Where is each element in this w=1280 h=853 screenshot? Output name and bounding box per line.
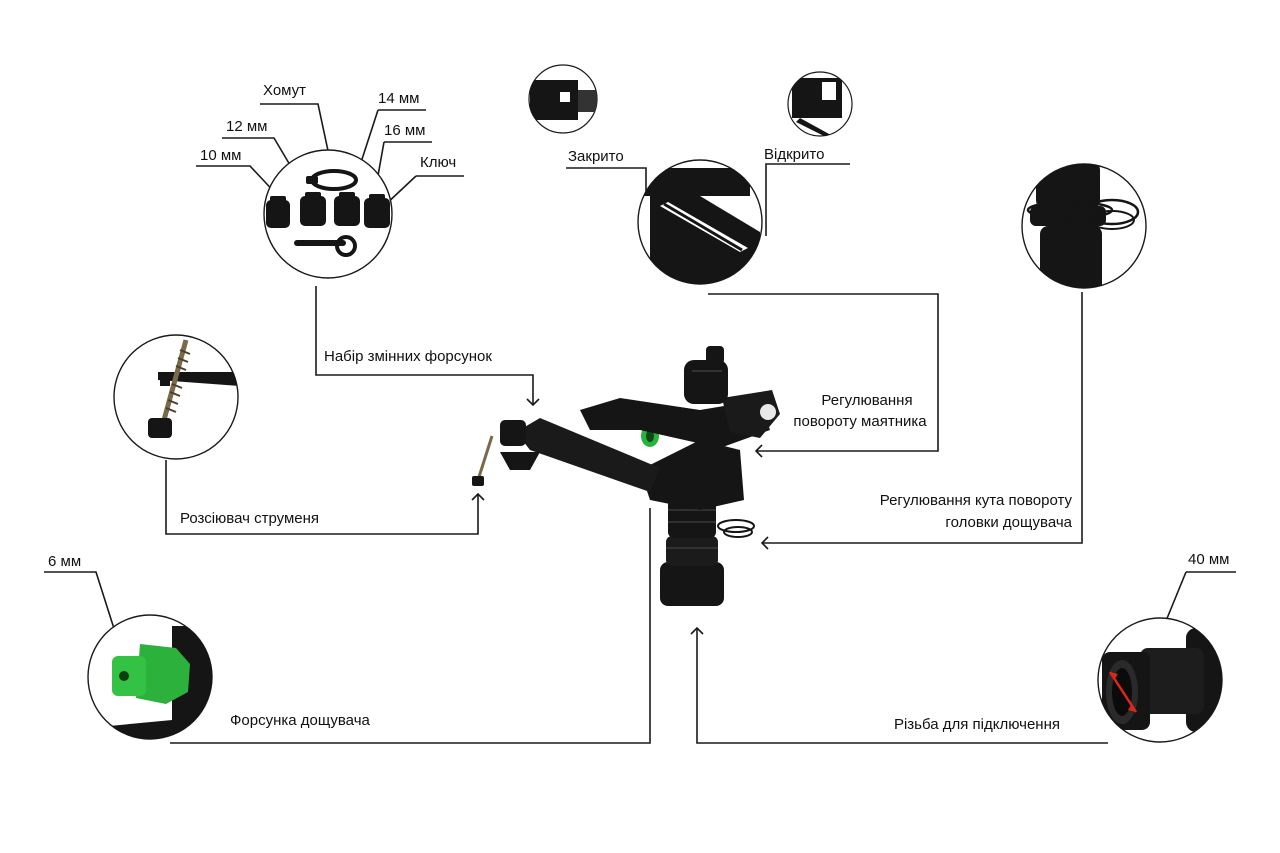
connector-angle [760, 292, 1083, 550]
label-open: Відкрито [764, 146, 825, 163]
pointer-clamp [260, 103, 331, 161]
connector-lines [44, 103, 1236, 744]
green-nozzle-icon [87, 614, 213, 740]
label-pendulum-line1: Регулювання [821, 392, 913, 409]
label-10mm: 10 мм [200, 147, 242, 164]
label-sprinkler-nozzle: Форсунка дощувача [230, 712, 370, 729]
pointer-closed [566, 167, 647, 238]
connector-diffuser [165, 460, 485, 535]
label-pendulum-line2: повороту маятника [793, 413, 927, 430]
label-16mm: 16 мм [384, 122, 426, 139]
label-closed: Закрито [568, 148, 624, 165]
connector-thread [690, 626, 1108, 744]
label-angle-line2: головки дощувача [945, 514, 1072, 531]
label-key: Ключ [420, 154, 457, 171]
label-12mm: 12 мм [226, 118, 268, 135]
label-angle-line1: Регулювання кута повороту [879, 492, 1072, 509]
lever-open-inset-icon [787, 71, 853, 137]
label-thread: Різьба для підключення [893, 716, 1060, 733]
label-diffuser: Розсіювач струменя [180, 510, 320, 527]
label-6mm: 6 мм [48, 553, 82, 570]
impact-sprinkler-icon [472, 346, 780, 606]
label-40mm: 40 мм [1188, 551, 1230, 568]
nozzle-kit-icon [263, 149, 393, 279]
spring-clip-icon [1021, 163, 1147, 289]
connector-sprinkler-nozzle [170, 508, 651, 744]
connector-pendulum [708, 293, 939, 458]
connector-nozzle-set [315, 286, 540, 407]
label-nozzle-set: Набір змінних форсунок [324, 348, 492, 365]
thread-connector-icon [1097, 617, 1223, 743]
label-clamp: Хомут [263, 82, 307, 99]
pointer-open [765, 163, 850, 236]
label-14mm: 14 мм [378, 90, 420, 107]
diffuser-screw-icon [113, 334, 239, 460]
pendulum-lever-icon [637, 159, 763, 285]
lever-closed-inset-icon [528, 64, 598, 134]
